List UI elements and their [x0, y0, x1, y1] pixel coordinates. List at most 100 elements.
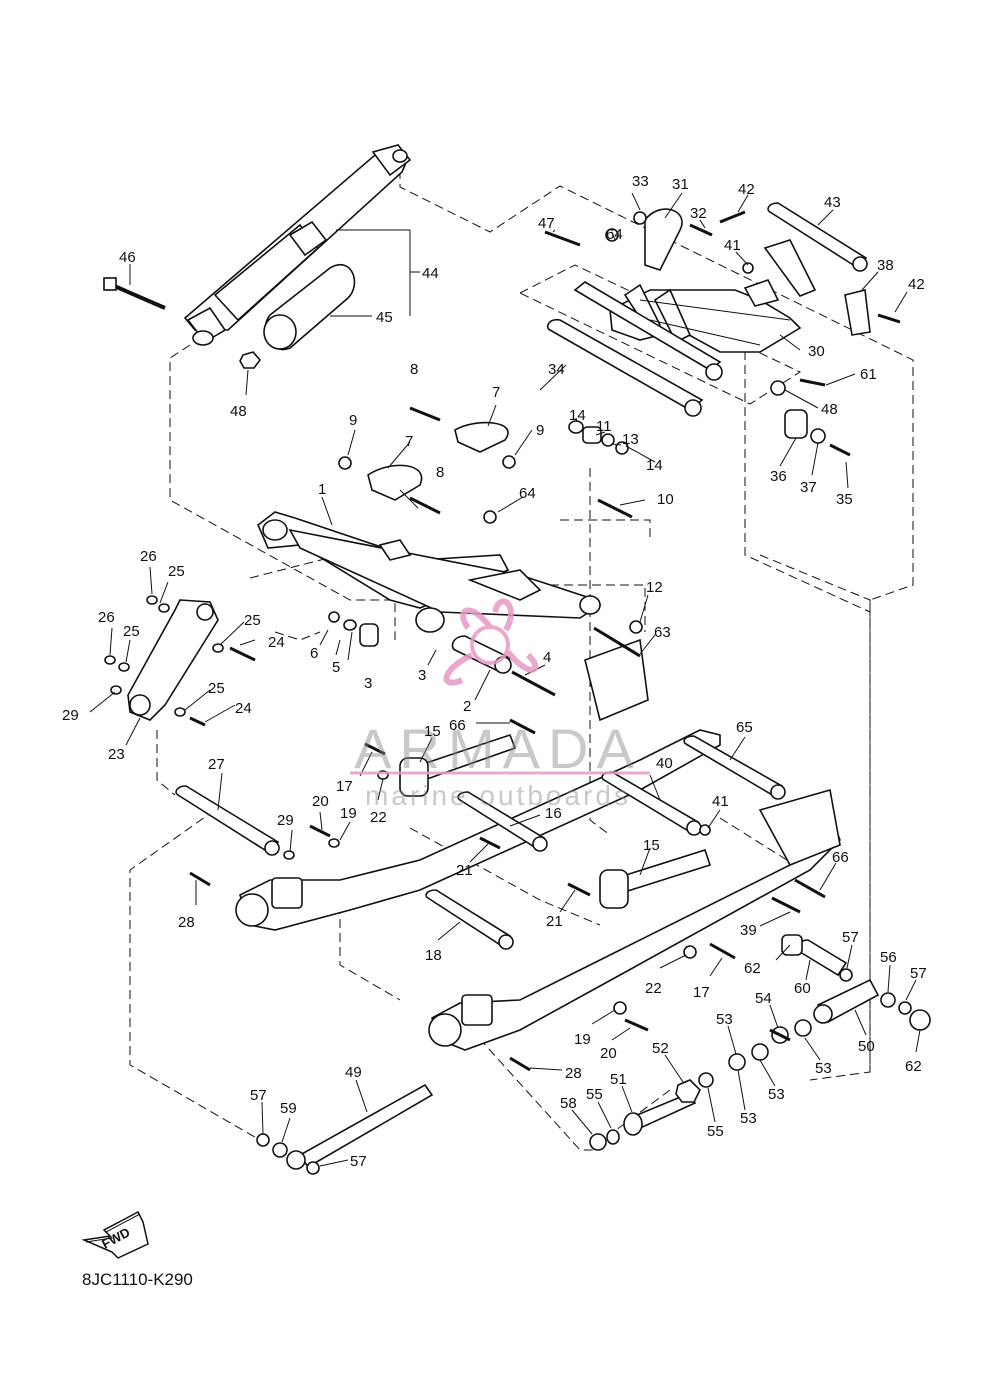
callout-3: 3 [418, 667, 426, 684]
callout-24: 24 [235, 700, 252, 717]
slide-rail-left [235, 638, 721, 931]
callout-14: 14 [646, 457, 663, 474]
callout-25: 25 [244, 612, 261, 629]
callout-66: 66 [449, 717, 466, 734]
callout-9: 9 [536, 422, 544, 439]
callout-39: 39 [740, 922, 757, 939]
callout-62: 62 [744, 960, 761, 977]
callout-63: 63 [654, 624, 671, 641]
callout-21: 21 [546, 913, 563, 930]
callout-32: 32 [690, 205, 707, 222]
callout-10: 10 [657, 491, 674, 508]
callout-12: 12 [646, 579, 663, 596]
callout-54: 54 [755, 990, 772, 1007]
callout-56: 56 [880, 949, 897, 966]
callout-28: 28 [565, 1065, 582, 1082]
callout-28: 28 [178, 914, 195, 931]
callout-18: 18 [425, 947, 442, 964]
shock-sleeve [263, 264, 356, 351]
callout-34: 34 [548, 361, 565, 378]
slide-rail-right [428, 788, 841, 1051]
callout-26: 26 [140, 548, 157, 565]
callout-53: 53 [768, 1086, 785, 1103]
callout-17: 17 [693, 984, 710, 1001]
collar-36 [784, 409, 826, 444]
callout-45: 45 [376, 309, 393, 326]
callout-53: 53 [815, 1060, 832, 1077]
callout-42: 42 [738, 181, 755, 198]
callout-35: 35 [836, 491, 853, 508]
callout-44: 44 [422, 265, 439, 282]
callout-7: 7 [492, 384, 500, 401]
callout-37: 37 [800, 479, 817, 496]
callout-62: 62 [905, 1058, 922, 1075]
callout-26: 26 [98, 609, 115, 626]
callout-21: 21 [456, 862, 473, 879]
callout-46: 46 [119, 249, 136, 266]
callout-16: 16 [545, 805, 562, 822]
callout-29: 29 [62, 707, 79, 724]
callout-36: 36 [770, 468, 787, 485]
callout-48: 48 [230, 403, 247, 420]
drawing-code: 8JC1110-K290 [82, 1270, 193, 1289]
shaft-27 [175, 785, 280, 856]
callout-23: 23 [108, 746, 125, 763]
watermark-logo: ARMADA marine outboards [350, 598, 650, 811]
shaft-2 [451, 635, 512, 674]
shaft-16 [457, 791, 548, 852]
rear-arm-shaft-upper [573, 281, 723, 381]
callout-11: 11 [596, 418, 612, 435]
callout-60: 60 [794, 980, 811, 997]
shock-nut-48 [239, 351, 262, 369]
callout-17: 17 [336, 778, 353, 795]
callout-6: 6 [310, 645, 318, 662]
callout-25: 25 [208, 680, 225, 697]
callout-14: 14 [569, 407, 586, 424]
link-plate-7-left [367, 464, 423, 501]
fwd-arrow-icon: FWD [81, 1210, 149, 1259]
callout-22: 22 [370, 809, 387, 826]
shaft-18 [425, 889, 514, 950]
stopper-strap-15-right [599, 849, 712, 909]
rear-shock-absorber [183, 144, 412, 346]
callout-49: 49 [345, 1064, 362, 1081]
callout-41: 41 [712, 793, 729, 810]
callout-41: 41 [724, 237, 741, 254]
callout-57: 57 [910, 965, 927, 982]
assembly-dashed-lines [129, 170, 914, 1151]
callout-15: 15 [643, 837, 660, 854]
rear-arm-shaft-43 [767, 202, 868, 272]
bolt-51 [623, 1091, 697, 1136]
callout-55: 55 [707, 1123, 724, 1140]
callout-53: 53 [716, 1011, 733, 1028]
callout-58: 58 [560, 1095, 577, 1112]
watermark-tagline: marine outboards [365, 780, 631, 811]
callout-59: 59 [280, 1100, 297, 1117]
callout-22: 22 [645, 980, 662, 997]
callout-1: 1 [318, 481, 326, 498]
callout-31: 31 [672, 176, 689, 193]
callout-20: 20 [312, 793, 329, 810]
callout-33: 33 [632, 173, 649, 190]
pivot-arm-23 [127, 599, 219, 721]
callout-55: 55 [586, 1086, 603, 1103]
leader-lines [89, 192, 921, 1167]
callout-13: 13 [622, 431, 639, 448]
callout-19: 19 [340, 805, 357, 822]
collar-50 [813, 978, 880, 1024]
callout-57: 57 [842, 929, 859, 946]
bracket-38 [763, 239, 871, 336]
callout-42: 42 [908, 276, 925, 293]
callout-19: 19 [574, 1031, 591, 1048]
callout-52: 52 [652, 1040, 669, 1057]
callout-2: 2 [463, 698, 471, 715]
callout-25: 25 [123, 623, 140, 640]
shaft-65 [683, 735, 786, 800]
callout-57: 57 [350, 1153, 367, 1170]
callout-40: 40 [656, 755, 673, 772]
callout-3: 3 [364, 675, 372, 692]
link-plate-7-right [454, 421, 509, 453]
callout-51: 51 [610, 1071, 627, 1088]
callout-57: 57 [250, 1087, 267, 1104]
